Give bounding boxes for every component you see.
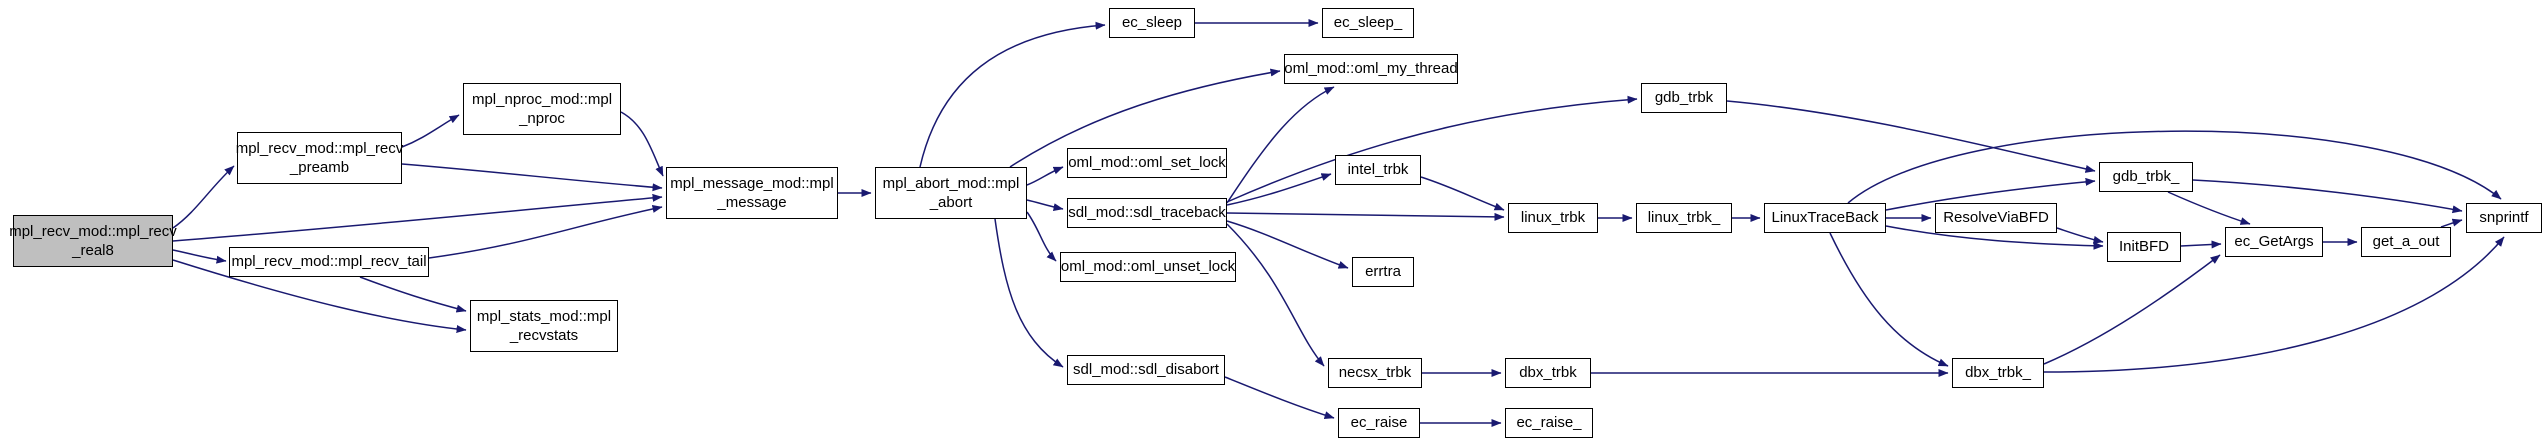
edge-mpl_abort-to-sdl_disabort [994,218,1064,368]
edge-sdl_traceback-to-errtra [1226,220,1349,269]
node-linux_trbk[interactable]: linux_trbk [1508,203,1598,233]
edge-LinuxTraceBack-to-snprintf [1847,130,2502,204]
node-mpl_recvstats[interactable]: mpl_stats_mod::mpl _recvstats [470,300,618,352]
edge-LinuxTraceBack-to-gdb_trbk_ [1885,177,2096,211]
edge-mpl_abort-to-oml_unset_lock [1026,211,1057,262]
edge-mpl_recv_real8-to-mpl_recv_preamb [172,165,235,229]
edge-mpl_recv_tail-to-mpl_recvstats [359,276,467,313]
edge-sdl_traceback-to-intel_trbk [1226,173,1332,206]
node-snprintf[interactable]: snprintf [2466,203,2542,233]
edge-sdl_traceback-to-necsx_trbk [1226,223,1325,367]
node-mpl_recv_real8[interactable]: mpl_recv_mod::mpl_recv _real8 [9,215,177,267]
node-intel_trbk[interactable]: intel_trbk [1335,155,1421,185]
edge-sdl_traceback-to-linux_trbk [1226,212,1505,221]
edge-sdl_traceback-to-gdb_trbk [1226,95,1638,203]
node-ResolveViaBFD[interactable]: ResolveViaBFD [1935,203,2057,233]
edge-sdl_traceback-to-oml_my_thread [1226,86,1335,204]
node-gdb_trbk[interactable]: gdb_trbk [1641,83,1727,113]
node-ec_raise[interactable]: ec_raise [1338,408,1420,438]
node-dbx_trbk_[interactable]: dbx_trbk_ [1952,358,2044,388]
node-LinuxTraceBack[interactable]: LinuxTraceBack [1764,203,1886,233]
node-ec_GetArgs[interactable]: ec_GetArgs [2225,227,2323,257]
edge-mpl_abort-to-ec_sleep [919,21,1106,168]
edge-dbx_trbk_-to-snprintf [2043,236,2505,373]
node-mpl_recv_preamb[interactable]: mpl_recv_mod::mpl_recv _preamb [236,132,403,184]
edge-mpl_abort-to-oml_set_lock [1026,166,1064,186]
edge-LinuxTraceBack-to-dbx_trbk_ [1829,232,1949,367]
edge-mpl_recv_real8-to-mpl_recv_tail [172,249,227,264]
node-necsx_trbk[interactable]: necsx_trbk [1328,358,1422,388]
edge-mpl_recv_preamb-to-mpl_nproc [401,114,460,148]
node-get_a_out[interactable]: get_a_out [2361,227,2451,257]
node-InitBFD[interactable]: InitBFD [2107,232,2181,262]
edge-mpl_abort-to-oml_my_thread [1009,68,1281,168]
edge-mpl_recv_real8-to-mpl_recvstats [172,259,467,333]
edge-gdb_trbk_-to-ec_GetArgs [2167,191,2251,225]
node-errtra[interactable]: errtra [1352,257,1414,287]
node-sdl_disabort[interactable]: sdl_mod::sdl_disabort [1067,355,1225,385]
edge-intel_trbk-to-linux_trbk [1420,176,1505,211]
edge-sdl_disabort-to-ec_raise [1224,376,1335,419]
edge-mpl_recv_tail-to-mpl_message [428,205,663,259]
node-gdb_trbk_[interactable]: gdb_trbk_ [2099,162,2193,192]
node-ec_raise_[interactable]: ec_raise_ [1505,408,1593,438]
edge-mpl_abort-to-sdl_traceback [1026,199,1064,212]
edge-ResolveViaBFD-to-InitBFD [2056,227,2104,244]
edge-LinuxTraceBack-to-InitBFD [1885,225,2104,250]
node-mpl_message[interactable]: mpl_message_mod::mpl _message [666,167,838,219]
node-oml_my_thread[interactable]: oml_mod::oml_my_thread [1284,54,1458,84]
edge-get_a_out-to-snprintf [2440,218,2463,228]
node-ec_sleep[interactable]: ec_sleep [1109,8,1195,38]
edge-gdb_trbk_-to-snprintf [2192,179,2463,214]
edge-InitBFD-to-ec_GetArgs [2180,240,2222,249]
edge-gdb_trbk-to-gdb_trbk_ [1726,100,2096,173]
node-dbx_trbk[interactable]: dbx_trbk [1505,358,1591,388]
edge-dbx_trbk_-to-ec_GetArgs [2043,254,2221,365]
edge-mpl_recv_real8-to-mpl_message [172,193,663,242]
node-sdl_traceback[interactable]: sdl_mod::sdl_traceback [1067,198,1227,228]
node-ec_sleep_[interactable]: ec_sleep_ [1322,8,1414,38]
edge-mpl_recv_preamb-to-mpl_message [401,163,663,192]
node-mpl_nproc[interactable]: mpl_nproc_mod::mpl _nproc [463,83,621,135]
edge-mpl_nproc-to-mpl_message [620,111,664,177]
node-linux_trbk_[interactable]: linux_trbk_ [1636,203,1732,233]
node-oml_set_lock[interactable]: oml_mod::oml_set_lock [1067,148,1227,178]
node-oml_unset_lock[interactable]: oml_mod::oml_unset_lock [1060,252,1236,282]
node-mpl_abort[interactable]: mpl_abort_mod::mpl _abort [875,167,1027,219]
node-mpl_recv_tail[interactable]: mpl_recv_mod::mpl_recv_tail [229,247,429,277]
